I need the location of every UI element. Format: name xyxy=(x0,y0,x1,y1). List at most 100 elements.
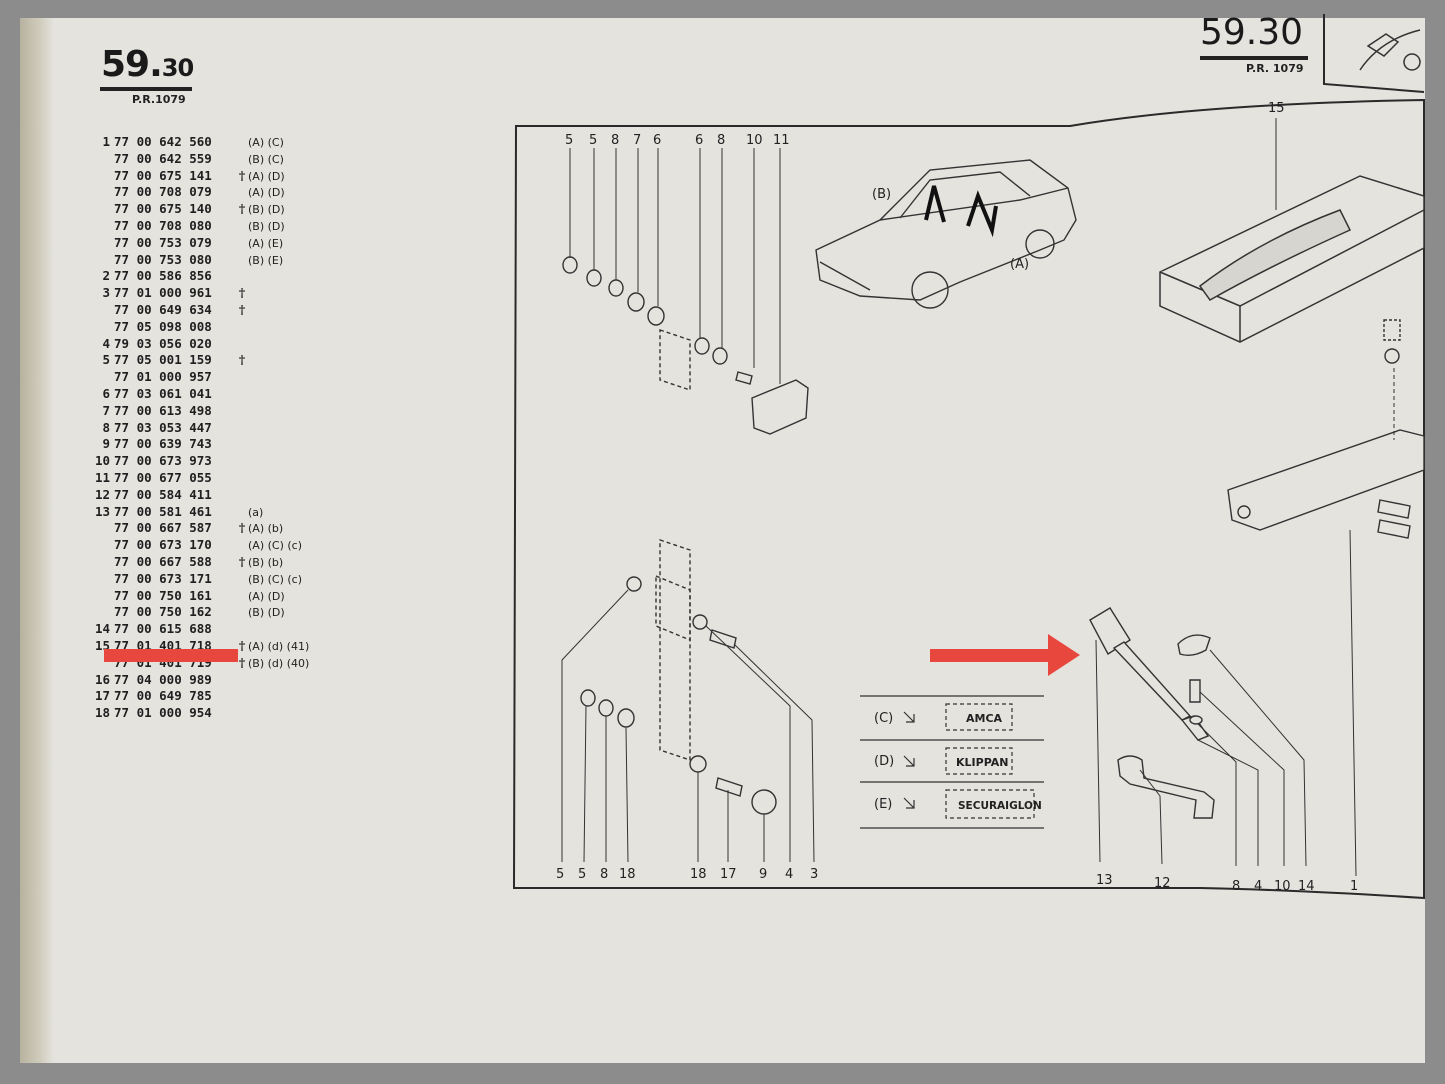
item-number: 14 xyxy=(94,621,110,637)
buckle-assembly xyxy=(1089,607,1215,819)
part-note: (B) (D) xyxy=(248,606,285,620)
part-note: (A) (b) xyxy=(248,522,284,536)
lower-leader-lines xyxy=(561,589,815,863)
callout-12: 12 xyxy=(1154,876,1171,891)
callout-5c: 5 xyxy=(556,867,564,882)
parts-row: 77 00 667 587†(A) (b) xyxy=(88,520,309,537)
legend-code-d: (D) xyxy=(874,754,894,769)
callout-4a: 4 xyxy=(785,867,793,882)
part-note: (B) (E) xyxy=(248,253,284,267)
item-number: 18 xyxy=(94,705,110,721)
part-number: 77 00 708 079 xyxy=(114,184,212,200)
callout-13: 13 xyxy=(1096,873,1113,888)
parts-row: 77 00 667 588†(B) (b) xyxy=(88,554,309,571)
parts-row: 77 00 708 080 (B) (D) xyxy=(88,218,309,235)
legend-code-e: (E) xyxy=(874,797,892,812)
dagger-mark: † xyxy=(238,301,246,317)
dagger-mark: † xyxy=(238,167,246,183)
item-number: 6 xyxy=(102,385,110,401)
header-rule-right xyxy=(1200,56,1308,60)
parts-row: 77 00 708 079(A) (D) xyxy=(88,184,309,201)
part-number: 77 00 750 162 xyxy=(114,604,212,620)
parts-row: 77 00 675 141†(A) (D) xyxy=(88,168,309,185)
callout-5d: 5 xyxy=(578,867,586,882)
seat-belt-icon xyxy=(1359,29,1421,71)
part-number: 77 05 098 008 xyxy=(114,318,212,334)
dagger-mark: † xyxy=(238,352,246,368)
part-note: (A) (d) (41) xyxy=(248,639,310,653)
callout-11: 11 xyxy=(773,133,790,148)
parts-row: 77 05 098 008 xyxy=(88,319,309,336)
parts-row: 77 00 753 080(B) (E) xyxy=(88,252,309,269)
highlight-marker xyxy=(104,649,238,662)
callout-18b: 18 xyxy=(690,867,707,882)
lower-anchor-hardware xyxy=(580,539,777,815)
callout-10: 10 xyxy=(746,133,763,148)
part-note: (A) (C) (c) xyxy=(248,539,302,553)
part-note: (B) (D) xyxy=(248,203,285,217)
callout-8b: 8 xyxy=(717,133,725,148)
buckle-leader-lines xyxy=(1095,639,1307,867)
part-number: 77 00 675 141 xyxy=(114,167,212,183)
part-number: 77 00 673 171 xyxy=(114,570,212,586)
dagger-mark: † xyxy=(238,654,246,670)
item-number: 9 xyxy=(102,436,110,452)
part-number: 77 00 642 560 xyxy=(114,134,212,149)
part-number: 77 03 053 447 xyxy=(114,419,212,435)
pr-label-right: P.R. 1079 xyxy=(1246,62,1304,75)
bottom-right-callouts: 13 12 8 4 10 14 1 xyxy=(1096,873,1358,894)
part-number: 77 00 584 411 xyxy=(114,486,212,502)
callout-6b: 6 xyxy=(695,133,703,148)
part-number: 77 00 708 080 xyxy=(114,217,212,233)
part-number: 79 03 056 020 xyxy=(114,335,212,351)
item-number: 13 xyxy=(94,503,110,519)
part-number: 77 05 001 159 xyxy=(114,352,212,368)
callout-14: 14 xyxy=(1298,879,1315,894)
part-number: 77 00 667 588 xyxy=(114,553,212,569)
part-number: 77 00 581 461 xyxy=(114,503,212,519)
part-number: 77 00 677 055 xyxy=(114,469,212,485)
callout-5a: 5 xyxy=(565,133,573,148)
top-callouts: 5 5 8 7 6 6 8 10 11 xyxy=(565,133,790,148)
bottom-left-callouts: 5 5 8 18 18 17 9 4 3 xyxy=(556,867,818,882)
callout-17: 17 xyxy=(720,867,737,882)
parts-row: 77 00 649 634† xyxy=(88,302,309,319)
part-number: 77 01 000 954 xyxy=(114,705,212,721)
car-illustration xyxy=(815,159,1077,309)
section-number-right: 59.30 xyxy=(1200,12,1304,53)
legend-code-c: (C) xyxy=(874,711,893,726)
inset-box xyxy=(1323,14,1425,93)
dagger-mark: † xyxy=(238,285,246,301)
item-number: 1 xyxy=(102,134,110,149)
dagger-mark: † xyxy=(238,201,246,217)
item-number: 8 xyxy=(102,419,110,435)
callout-8c: 8 xyxy=(600,867,608,882)
callout-1: 1 xyxy=(1350,879,1358,894)
legend-text: (C) AMCA (D) KLIPPAN (E) SECURAIGLON xyxy=(874,711,1042,812)
part-number: 77 00 675 140 xyxy=(114,201,212,217)
parts-row: 77 00 750 162 (B) (D) xyxy=(88,604,309,621)
part-note: (B) (D) xyxy=(248,219,285,233)
part-number: 77 04 000 989 xyxy=(114,671,212,687)
top-leader-lines xyxy=(569,148,781,384)
legend-brand-amca: AMCA xyxy=(966,712,1003,725)
callout-15: 15 xyxy=(1268,101,1285,116)
part-number: 77 00 615 688 xyxy=(114,621,212,637)
part-note: (A) (D) xyxy=(248,589,285,603)
parts-row: 77 00 753 079(A) (E) xyxy=(88,235,309,252)
belt-box xyxy=(1159,175,1425,343)
part-number: 77 00 613 498 xyxy=(114,402,212,418)
